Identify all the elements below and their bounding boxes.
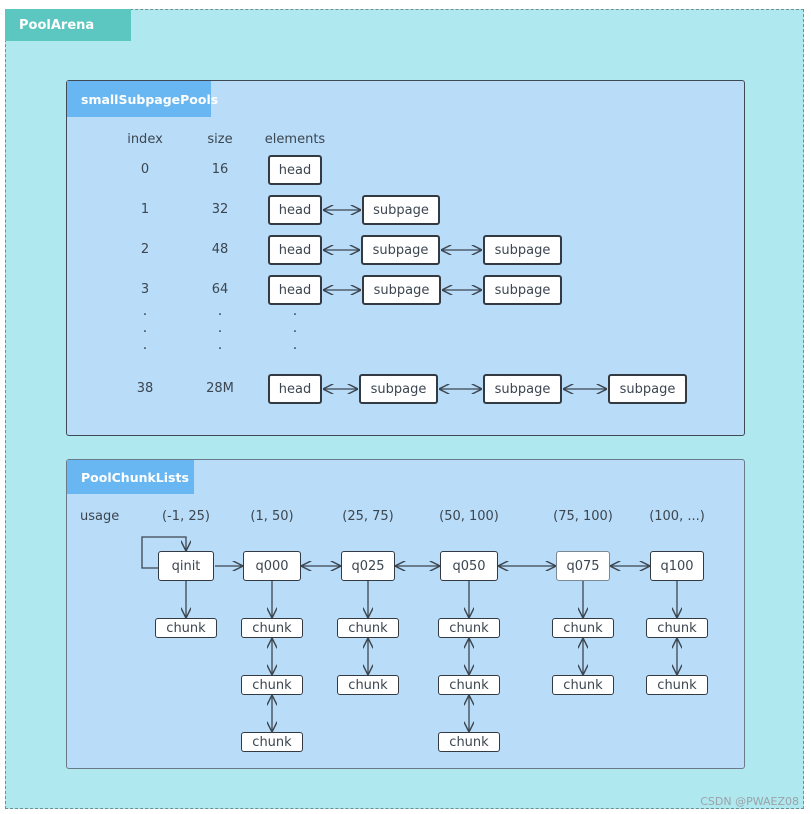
row-index: 3 — [140, 282, 150, 297]
row-size: 16 — [211, 162, 229, 177]
usage-range: (100, ...) — [649, 509, 705, 524]
row-index: 2 — [140, 242, 150, 257]
ellipsis-dot: · — [217, 307, 223, 323]
chunk-node: chunk — [552, 618, 614, 638]
chunk-list-node: q075 — [556, 551, 610, 581]
self-loop-arrow — [141, 536, 186, 569]
chunk-node: chunk — [241, 732, 303, 752]
usage-label: usage — [80, 509, 120, 524]
row-index: 1 — [140, 202, 150, 217]
subpage-node: subpage — [362, 195, 440, 225]
usage-range: (50, 100) — [439, 509, 499, 524]
usage-range: (1, 50) — [250, 509, 294, 524]
head-node: head — [268, 195, 322, 225]
head-node: head — [268, 235, 322, 265]
chunk-node: chunk — [241, 618, 303, 638]
subpage-node: subpage — [483, 374, 562, 404]
pool-chunk-lists-title: PoolChunkLists — [67, 460, 194, 494]
ellipsis-dot: · — [292, 324, 298, 340]
row-size: 48 — [211, 242, 229, 257]
pool-chunk-lists-panel — [66, 459, 745, 769]
subpage-node: subpage — [362, 275, 441, 305]
small-subpage-pools-title: smallSubpagePools — [67, 81, 218, 117]
subpage-node: subpage — [483, 235, 562, 265]
head-node: head — [268, 155, 322, 185]
subpage-node: subpage — [483, 275, 562, 305]
subpage-node: subpage — [359, 374, 438, 404]
subpage-node: subpage — [608, 374, 687, 404]
header-index: index — [127, 132, 163, 147]
ellipsis-dot: · — [142, 307, 148, 323]
ellipsis-dot: · — [292, 341, 298, 357]
ellipsis-dot: · — [217, 341, 223, 357]
row-size: 28M — [206, 381, 234, 396]
subpage-node: subpage — [361, 235, 440, 265]
header-elements: elements — [264, 132, 326, 147]
ellipsis-dot: · — [142, 324, 148, 340]
usage-range: (25, 75) — [342, 509, 394, 524]
usage-range: (75, 100) — [553, 509, 613, 524]
chunk-node: chunk — [646, 675, 708, 695]
head-node: head — [268, 275, 322, 305]
chunk-node: chunk — [438, 732, 500, 752]
chunk-node: chunk — [646, 618, 708, 638]
chunk-list-node: q050 — [440, 551, 498, 581]
watermark: CSDN @PWAEZ08 — [700, 795, 799, 808]
row-index: 0 — [140, 162, 150, 177]
header-size: size — [207, 132, 233, 147]
ellipsis-dot: · — [142, 341, 148, 357]
row-size: 64 — [211, 282, 229, 297]
chunk-list-node: q025 — [341, 551, 395, 581]
row-size: 32 — [211, 202, 229, 217]
chunk-node: chunk — [438, 618, 500, 638]
chunk-node: chunk — [552, 675, 614, 695]
chunk-list-node: qinit — [158, 551, 214, 581]
head-node: head — [268, 374, 322, 404]
chunk-node: chunk — [337, 675, 399, 695]
chunk-node: chunk — [155, 618, 217, 638]
chunk-list-node: q000 — [243, 551, 301, 581]
chunk-node: chunk — [241, 675, 303, 695]
ellipsis-dot: · — [217, 324, 223, 340]
row-index: 38 — [136, 381, 154, 396]
usage-range: (-1, 25) — [162, 509, 210, 524]
chunk-node: chunk — [438, 675, 500, 695]
chunk-list-node: q100 — [650, 551, 704, 581]
chunk-node: chunk — [337, 618, 399, 638]
pool-arena-title: PoolArena — [5, 9, 131, 41]
ellipsis-dot: · — [292, 307, 298, 323]
